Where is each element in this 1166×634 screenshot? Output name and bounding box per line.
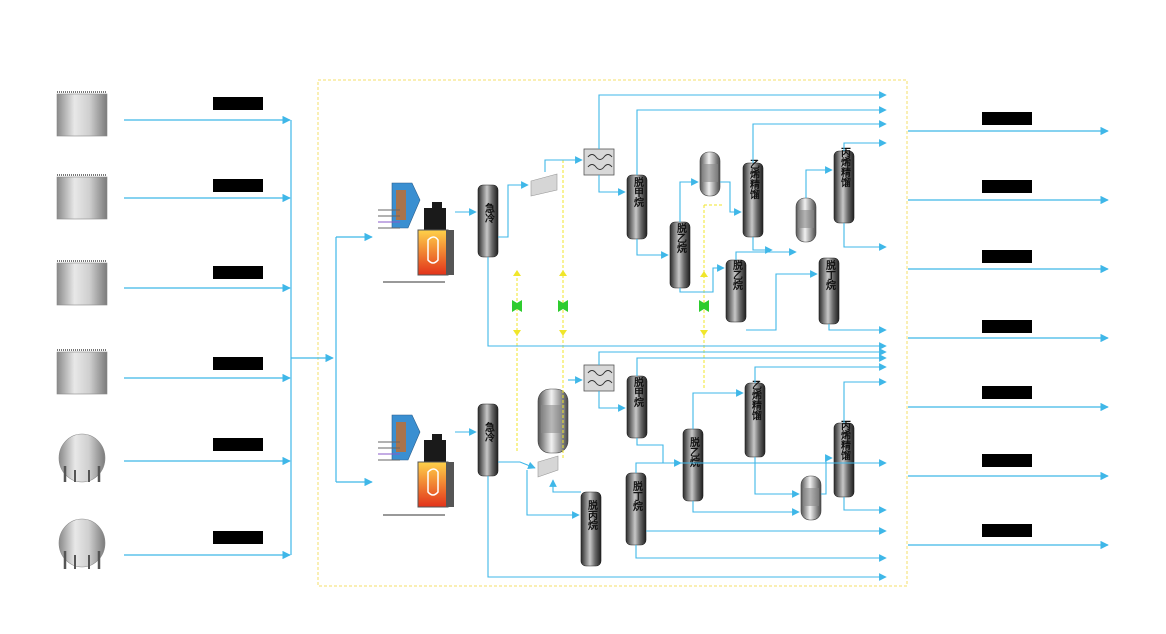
deethanizer-b: 脱乙烷 [682, 428, 704, 502]
cracking-furnace-a [378, 182, 454, 283]
demethanizer-a: 脱甲烷 [626, 174, 648, 240]
valve-2[interactable] [558, 300, 568, 312]
deethanizer-a2: 脱乙烷 [725, 259, 747, 323]
debutanizer-a-label: 脱丁烷 [824, 259, 836, 291]
feed-label-5 [213, 438, 263, 451]
compressor-a [530, 173, 558, 197]
ethylene-fractionator-a-label: 乙烯精馏 [748, 159, 761, 200]
demethanizer-b: 脱甲烷 [626, 375, 648, 439]
process-boundary [317, 79, 908, 587]
product-label-5 [982, 386, 1032, 399]
feed-lines [124, 115, 373, 560]
feed-label-6 [213, 531, 263, 544]
feed-label-2 [213, 179, 263, 192]
ethylene-fractionator-a: 乙烯精馏 [742, 159, 764, 238]
train-b-pipes [455, 348, 887, 581]
feed-tank-3 [56, 260, 108, 306]
heat-exchanger-b [583, 364, 615, 392]
demethanizer-b-label: 脱甲烷 [632, 376, 644, 408]
product-label-7 [982, 524, 1032, 537]
debutanizer-b-label: 脱丁烷 [631, 480, 643, 512]
reactor-drum-a2 [795, 197, 817, 243]
deethanizer-a: 脱乙烷 [669, 221, 691, 289]
product-label-2 [982, 180, 1032, 193]
crossover-arrows [513, 270, 708, 336]
ethylene-fractionator-b: 乙烯精馏 [744, 380, 766, 458]
large-drum-b [537, 388, 569, 454]
depropanizer-b-label: 脱丙烷 [586, 499, 598, 531]
quench-a-label: 急冷 [483, 202, 495, 224]
quench-tower-a: 急冷 [477, 184, 499, 258]
valve-1[interactable] [512, 300, 522, 312]
deethanizer-a-label: 脱乙烷 [675, 222, 687, 254]
depropanizer-b: 脱丙烷 [580, 491, 602, 567]
reactor-drum-a1 [699, 151, 721, 197]
quench-b-label: 急冷 [483, 421, 495, 443]
propylene-fractionator-a-label: 丙烯精馏 [839, 147, 852, 188]
sphere-tank-1 [58, 433, 106, 483]
propylene-fractionator-b: 丙烯精馏 [833, 420, 855, 498]
ethylene-fractionator-b-label: 乙烯精馏 [750, 380, 763, 421]
feed-label-3 [213, 266, 263, 279]
compressor-b [537, 455, 559, 478]
valve-3[interactable] [699, 300, 709, 312]
feed-label-4 [213, 357, 263, 370]
feed-tank-1 [56, 91, 108, 137]
sphere-tank-2 [58, 518, 106, 569]
cracking-furnace-b [378, 414, 454, 516]
debutanizer-a: 脱丁烷 [818, 257, 840, 325]
product-label-1 [982, 112, 1032, 125]
quench-tower-b: 急冷 [477, 403, 499, 477]
reactor-drum-b [800, 475, 822, 521]
propylene-fractionator-a: 丙烯精馏 [833, 147, 855, 224]
heat-exchanger-a [583, 148, 615, 176]
product-label-4 [982, 320, 1032, 333]
feed-tank-2 [56, 174, 108, 220]
feed-tank-4 [56, 349, 108, 395]
train-a-pipes [455, 91, 887, 350]
feed-label-1 [213, 97, 263, 110]
propylene-fractionator-b-label: 丙烯精馏 [839, 420, 852, 461]
product-label-6 [982, 454, 1032, 467]
demethanizer-a-label: 脱甲烷 [632, 176, 644, 208]
deethanizer-a2-label: 脱乙烷 [731, 259, 743, 291]
debutanizer-b: 脱丁烷 [625, 472, 647, 546]
product-lines [908, 126, 1109, 550]
deethanizer-b-label: 脱乙烷 [688, 436, 700, 468]
product-label-3 [982, 250, 1032, 263]
